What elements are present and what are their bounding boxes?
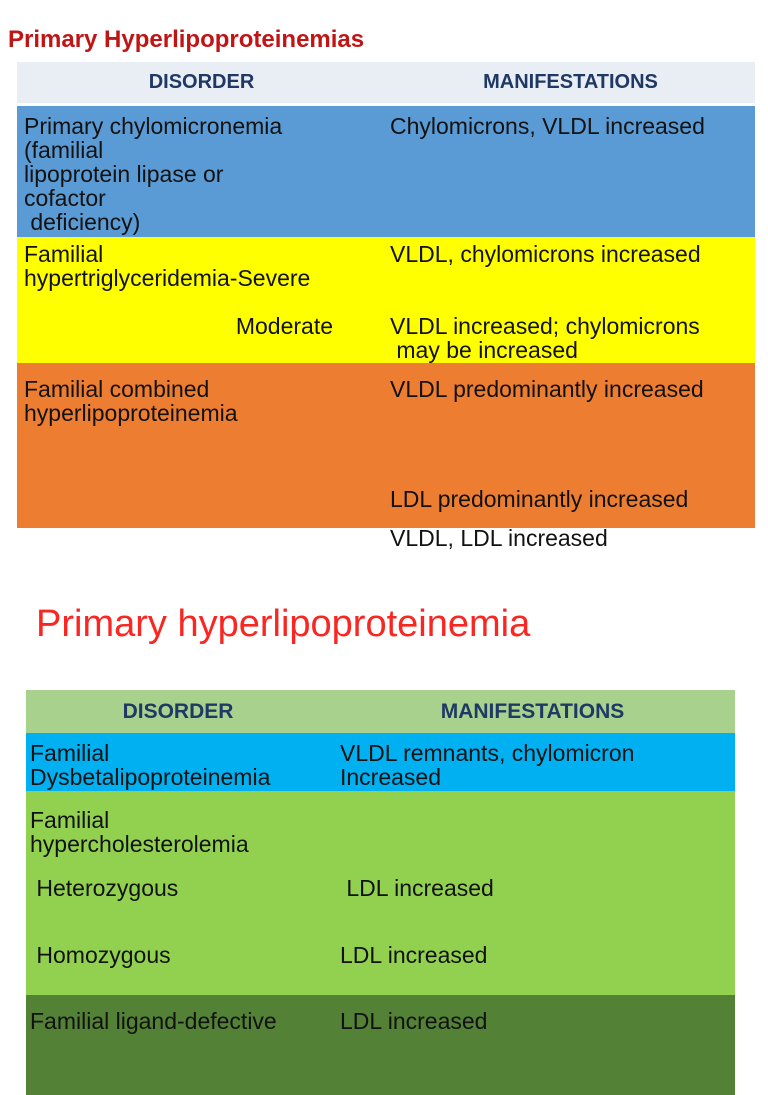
slide2-header-manifestations: MANIFESTATIONS — [440, 699, 625, 723]
disorder-heterozygous: Heterozygous — [30, 875, 179, 901]
row-familial-ligand-defective: Familial ligand-defective LDL increased — [26, 995, 735, 1095]
slide2-title: Primary hyperlipoproteinemia — [36, 603, 531, 645]
disorder-hypercholesterolemia: Familial hypercholesterolemia — [30, 807, 249, 857]
disorder-hypertriglyceridemia-moderate: Moderate — [235, 313, 333, 339]
disorder-familial-combined: Familial combined hyperlipoproteinemia — [24, 376, 238, 426]
slide1-header-manifestations: MANIFESTATIONS — [483, 71, 658, 93]
manifestations-combined-vldl-ldl: VLDL, LDL increased — [390, 525, 608, 551]
spacer-cell — [17, 487, 385, 511]
disorder-homozygous: Homozygous — [30, 942, 171, 968]
spacer-cell — [330, 808, 735, 856]
row-familial-combined-hyperlipoproteinemia: Familial combined hyperlipoproteinemia V… — [17, 363, 755, 550]
manifestations-primary-chylomicronemia: Chylomicrons, VLDL increased — [390, 113, 705, 139]
slide1-table: DISORDER MANIFESTATIONS Primary chylomic… — [17, 62, 755, 550]
disorder-hypertriglyceridemia-severe: Familial hypertriglyceridemia-Severe — [24, 241, 311, 291]
manifestations-ligand-defective: LDL increased — [340, 1008, 488, 1034]
slide1-title: Primary Hyperlipoproteinemias — [8, 26, 365, 53]
slide1-header-disorder: DISORDER — [148, 71, 255, 93]
manifestations-dysbetalipoproteinemia: VLDL remnants, chylomicron Increased — [340, 740, 635, 790]
manifestations-heterozygous: LDL increased — [340, 875, 494, 901]
slide1-table-header-row: DISORDER MANIFESTATIONS — [17, 62, 755, 103]
manifestations-combined-vldl: VLDL predominantly increased — [390, 376, 704, 402]
slide2-table-header-row: DISORDER MANIFESTATIONS — [26, 690, 735, 733]
disorder-ligand-defective: Familial ligand-defective — [30, 1008, 277, 1034]
slide2-header-disorder: DISORDER — [122, 699, 234, 723]
disorder-dysbetalipoproteinemia: Familial Dysbetalipoproteinemia — [30, 740, 271, 790]
disorder-primary-chylomicronemia: Primary chylomicronemia (familial lipopr… — [24, 113, 283, 235]
row-familial-hypercholesterolemia: Familial hypercholesterolemia Heterozygo… — [26, 791, 735, 995]
row-familial-hypertriglyceridemia: Familial hypertriglyceridemia-Severe VLD… — [17, 237, 755, 363]
spacer-cell — [17, 526, 385, 550]
manifestations-combined-ldl: LDL predominantly increased — [390, 486, 689, 512]
row-familial-dysbetalipoproteinemia: Familial Dysbetalipoproteinemia VLDL rem… — [26, 733, 735, 791]
manifestations-hypertriglyceridemia-moderate: VLDL increased; chylomicrons may be incr… — [390, 313, 700, 363]
slide2-table: DISORDER MANIFESTATIONS Familial Dysbeta… — [26, 690, 735, 1095]
row-primary-chylomicronemia: Primary chylomicronemia (familial lipopr… — [17, 106, 755, 237]
manifestations-homozygous: LDL increased — [340, 942, 488, 968]
manifestations-hypertriglyceridemia-severe: VLDL, chylomicrons increased — [390, 241, 701, 267]
